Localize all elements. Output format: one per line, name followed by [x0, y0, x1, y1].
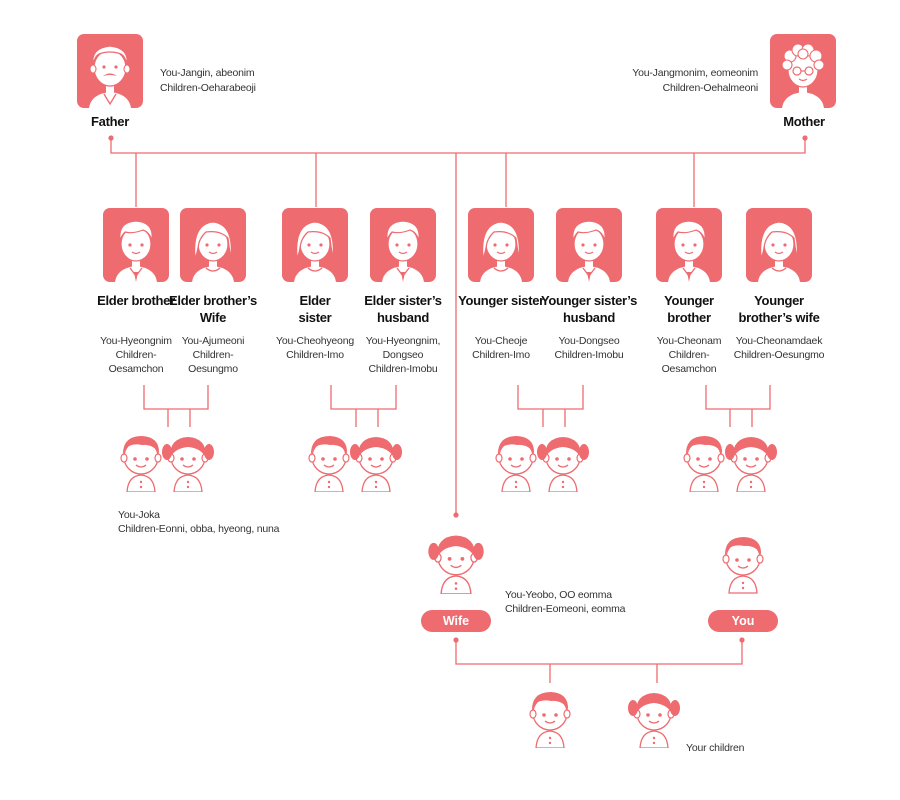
father-label: Father [70, 113, 150, 130]
couple-bracket-4 [706, 385, 770, 427]
man-avatar-icon [103, 208, 169, 282]
your-children-label: Your children [686, 741, 806, 755]
sibling-label-3: Elder sister [265, 292, 365, 326]
sibling-label-5: Younger sister [451, 292, 551, 309]
niece-girl-icon [349, 430, 403, 492]
sibling-relation-5: You-Cheoje Children-Imo [451, 334, 551, 362]
woman-avatar-icon [746, 208, 812, 282]
nephew-boy-icon [302, 430, 356, 492]
woman-avatar-icon [282, 208, 348, 282]
sibling-relation-4: You-Hyeongnim, Dongseo Children-Imobu [353, 334, 453, 376]
grandmother-avatar-icon [770, 34, 836, 108]
wife-label: Wife [421, 610, 491, 632]
father-connector [111, 138, 805, 153]
sibling-relation-3: You-Cheohyeong Children-Imo [265, 334, 365, 362]
father-relation-1: You-Jangin, abeonim [160, 66, 320, 80]
niece-girl-icon [724, 430, 778, 492]
couple-bracket-1 [144, 385, 208, 427]
nephew-relation-1: You-Joka [118, 508, 338, 522]
sibling-relation-8: You-Cheonamdaek Children-Oesungmo [729, 334, 829, 362]
sibling-label-6: Younger sister’s husband [539, 292, 639, 326]
wife-relation-1: You-Yeobo, OO eomma [505, 588, 705, 602]
sibling-relation-7: You-Cheonam Children- Oesamchon [639, 334, 739, 376]
mother-relation-2: Children-Oehalmeoni [598, 81, 758, 95]
wife-girl-icon [427, 528, 485, 594]
niece-girl-icon [161, 430, 215, 492]
you-label: You [708, 610, 778, 632]
couple-bracket-2 [331, 385, 396, 427]
nephew-relation-2: Children-Eonni, obba, hyeong, nuna [118, 522, 338, 536]
sibling-relation-2: You-Ajumeoni Children- Oesungmo [163, 334, 263, 376]
child-boy-icon [523, 686, 577, 748]
sibling-label-8: Younger brother’s wife [729, 292, 829, 326]
father-relation-2: Children-Oeharabeoji [160, 81, 320, 95]
child-girl-icon [627, 686, 681, 748]
grandfather-avatar-icon [77, 34, 143, 108]
man-avatar-icon [556, 208, 622, 282]
mother-relation-1: You-Jangmonim, eomeonim [598, 66, 758, 80]
man-avatar-icon [370, 208, 436, 282]
wife-relation-2: Children-Eomeoni, eomma [505, 602, 705, 616]
mother-label: Mother [764, 113, 844, 130]
woman-avatar-icon [468, 208, 534, 282]
woman-avatar-icon [180, 208, 246, 282]
niece-girl-icon [536, 430, 590, 492]
man-avatar-icon [656, 208, 722, 282]
nephew-boy-icon [114, 430, 168, 492]
sibling-label-2: Elder brother’s Wife [163, 292, 263, 326]
sibling-relation-6: You-Dongseo Children-Imobu [539, 334, 639, 362]
you-boy-icon [716, 530, 770, 594]
parents-children-connector [456, 640, 742, 683]
sibling-label-4: Elder sister’s husband [353, 292, 453, 326]
couple-bracket-3 [518, 385, 583, 427]
nephew-boy-icon [677, 430, 731, 492]
nephew-boy-icon [489, 430, 543, 492]
sibling-label-7: Younger brother [639, 292, 739, 326]
